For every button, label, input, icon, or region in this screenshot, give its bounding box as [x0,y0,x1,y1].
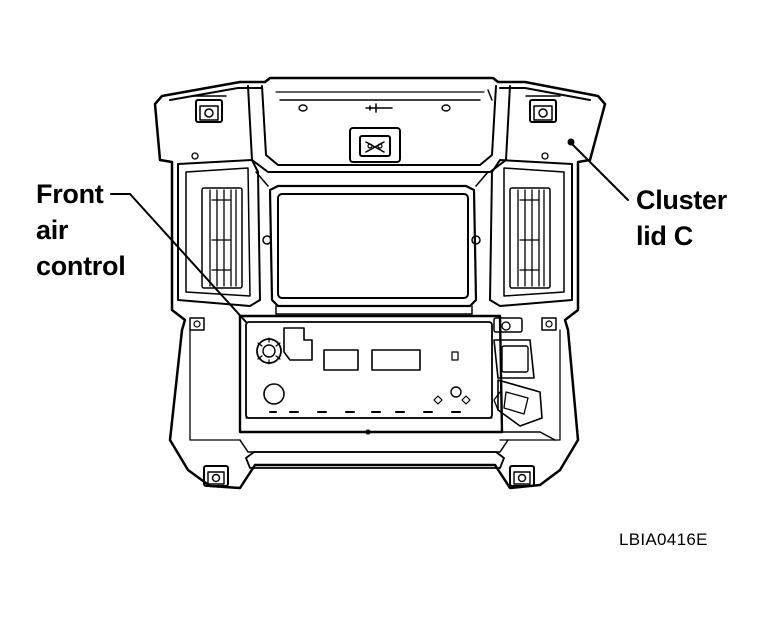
top-right-clip [525,95,561,123]
top-left-clip [191,95,227,123]
front-air-control-panel [238,314,504,435]
label-front-air-control-line-1: Front [36,179,104,209]
top-hood [247,85,511,173]
cluster-lid-outline [153,76,607,490]
label-front-air-control-line-3: control [36,251,126,281]
label-cluster-lid-c-line-2: lid C [636,221,693,251]
bottom-right-clip [509,465,535,487]
label-cluster-lid-c-line-1: Cluster [636,185,727,215]
leader-cluster-lid-c [567,138,629,201]
left-side-vent [177,152,261,307]
leader-front-air-control [110,193,247,323]
label-front-air-control: Front air control [36,176,126,284]
figure-code: LBIA0416E [619,530,708,549]
center-connector [349,127,401,163]
label-cluster-lid-c: Cluster lid C [636,182,727,254]
bottom-slot [245,451,505,469]
right-bracket-mechanism [493,317,556,441]
display-screen [268,184,478,315]
bottom-left-clip [203,465,229,487]
label-front-air-control-line-2: air [36,215,69,245]
right-side-vent [489,152,573,307]
